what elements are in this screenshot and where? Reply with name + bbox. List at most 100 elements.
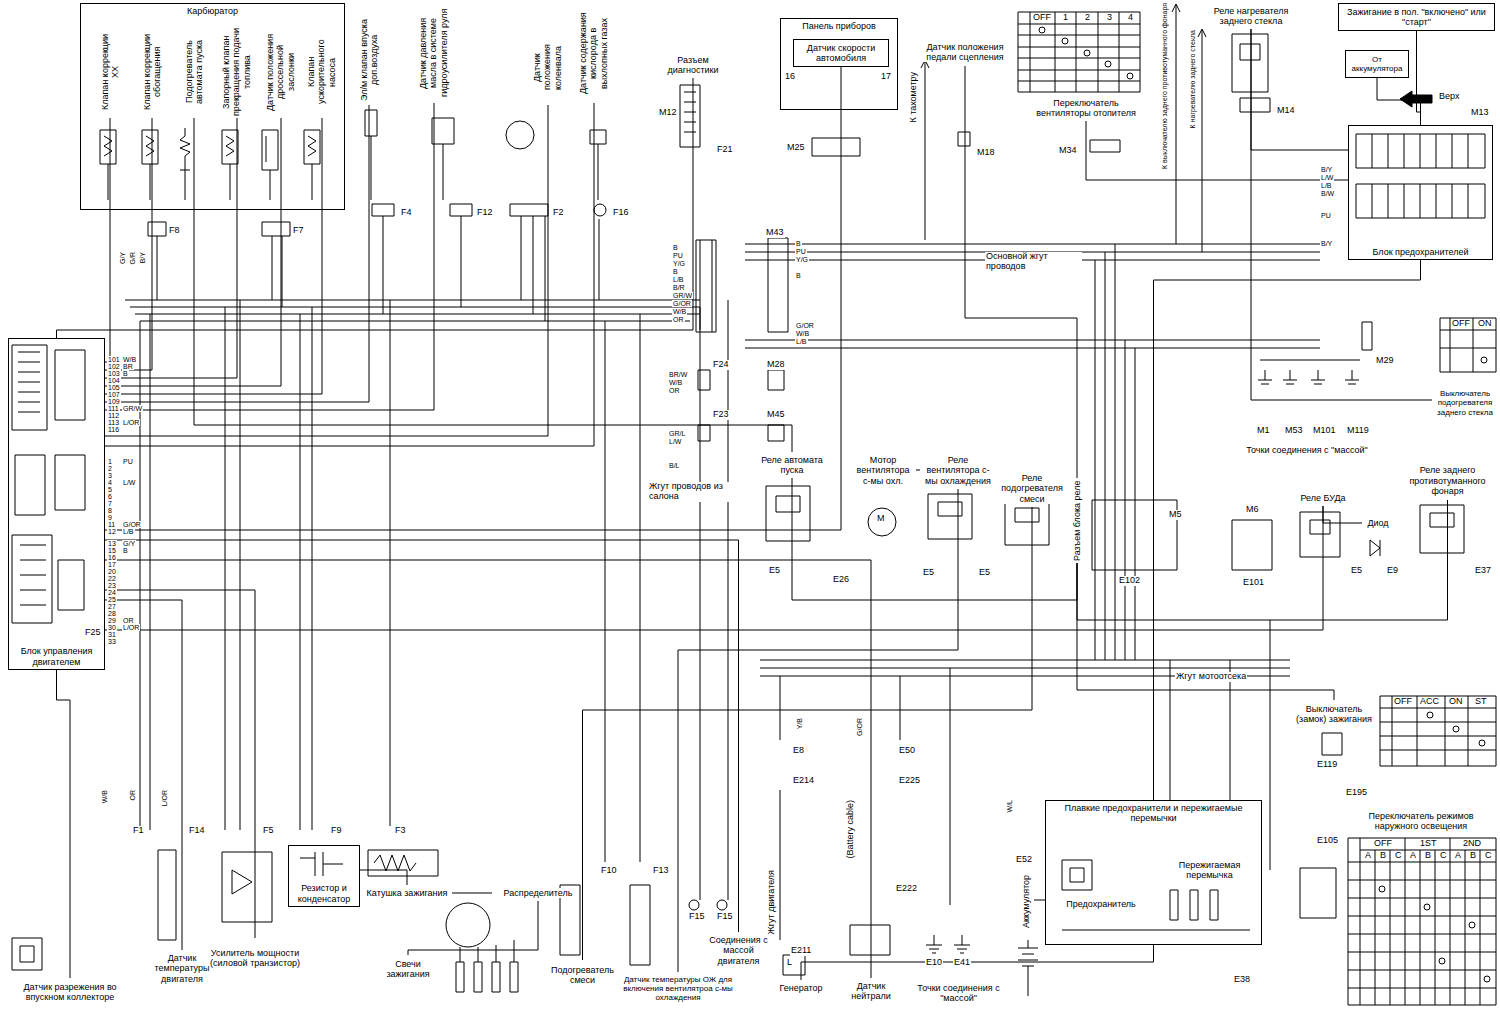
component-label: Свечи зажигания (374, 959, 442, 980)
diagram-label: M34 (1058, 146, 1078, 156)
diagram-label: G/OR (122, 521, 142, 528)
diagram-label: 17 (107, 561, 117, 568)
diagram-label: GR/W (672, 292, 693, 299)
wire (1323, 506, 1362, 523)
diagram-label: 101 (107, 356, 121, 363)
diagram-label: F25 (84, 628, 102, 638)
component-box: Датчик положения дроссельной заслонки (261, 26, 301, 118)
diagram-label: PU (672, 252, 684, 259)
component-label: От аккумулятора (1348, 55, 1406, 73)
diagram-label: OR (128, 790, 137, 801)
table-mark (1481, 357, 1487, 363)
diagram-label: F14 (188, 826, 206, 836)
diagram-label: Жгут двигателя (766, 870, 778, 935)
component-box: Катушка зажигания (362, 885, 452, 901)
component-box: Точки соединения с "массой" (905, 980, 1012, 1006)
component-label: Аккумулятор (1021, 872, 1031, 930)
diagram-label: M28 (766, 360, 786, 370)
diagram-label: B/Y (1320, 240, 1333, 247)
diagram-label: 1ST (1419, 839, 1438, 849)
diagram-label: 107 (107, 391, 121, 398)
connector-symbols (148, 85, 1372, 570)
component-box: Переключатель вентиляторы отопителя (1030, 95, 1142, 121)
component-box: Датчик нейтрали (840, 978, 902, 1004)
diagram-label: OFF (1032, 13, 1052, 23)
diagram-label: Y/G (795, 256, 809, 263)
diagram-label: M29 (1375, 356, 1395, 366)
diagram-label: E50 (898, 746, 916, 756)
component-box: Аккумулятор (1018, 870, 1034, 932)
diagram-label: GR/L (668, 430, 686, 437)
diagram-label: L/OR (160, 790, 169, 806)
diagram-label: F3 (394, 826, 407, 836)
component-label: Панель приборов (802, 21, 875, 31)
diagram-label: 12 (107, 528, 117, 535)
diagram-label: C (1484, 851, 1493, 861)
crank-sensor-symbol (506, 121, 534, 149)
diagram-label: 15 (107, 547, 117, 554)
component-box: Предохранитель (1061, 896, 1141, 912)
diagram-label: E38 (1233, 975, 1251, 985)
diagram-label: OFF (1393, 697, 1413, 707)
component-box: Запорный клапан прекращения подачи топли… (217, 26, 257, 118)
diagram-label: F12 (476, 208, 494, 218)
table-mark (1084, 50, 1090, 56)
diagram-label: OFF (1373, 839, 1393, 849)
diagram-label: 3 (107, 472, 113, 479)
diagram-label: E214 (792, 776, 815, 786)
component-box: Реле БУДа (1292, 490, 1354, 506)
component-label: Датчик давления масла в системе гидроуси… (418, 5, 449, 101)
component-label: Датчик положения коленвала (532, 32, 563, 103)
component-box: Выключатель подогревателя заднего стекла (1432, 378, 1498, 428)
diagram-label: A (1454, 851, 1462, 861)
component-box: Датчик разрежения во впускном коллекторе (4, 978, 136, 1006)
wire (360, 870, 407, 885)
component-label: Подогреватель смеси (550, 965, 615, 986)
diagram-label: OFF (1451, 319, 1471, 329)
diagram-label: C (1439, 851, 1448, 861)
diagram-label: B (1379, 851, 1387, 861)
ecu-connectors (12, 345, 85, 623)
component-box: Генератор (770, 980, 832, 996)
wire (1377, 78, 1421, 125)
diagram-label: E26 (832, 575, 850, 585)
diagram-label: M1 (1256, 426, 1271, 436)
component-label: Переключатель режимов наружного освещени… (1347, 811, 1495, 832)
diagram-label: 20 (107, 568, 117, 575)
diagram-label: E5 (922, 568, 935, 578)
wire (105, 118, 237, 378)
diagram-label: E52 (1015, 855, 1033, 865)
table-mark (1479, 740, 1485, 746)
diagram-label: 104 (107, 377, 121, 384)
diagram-label: F2 (552, 208, 565, 218)
diagram-label: 5 (107, 486, 113, 493)
component-label: Запорный клапан прекращения подачи топли… (221, 28, 252, 116)
relay-symbols (766, 34, 1464, 570)
diagram-label: W/B (100, 790, 109, 803)
component-box: Диод (1362, 515, 1394, 531)
component-label: Соединения с массой двигателя (702, 935, 775, 966)
diagram-label: E222 (895, 884, 918, 894)
diagram-label: L/W (1320, 174, 1334, 181)
diagram-label: B (1424, 851, 1432, 861)
diagram-label: 105 (107, 384, 121, 391)
diagram-label: E10 (925, 958, 943, 968)
component-box: Подогреватель смеси (548, 960, 617, 990)
component-box: Клапан ускорительного насоса (303, 26, 341, 118)
table-mark (1105, 61, 1111, 67)
component-label: Подогреватель автомата пуска (184, 28, 205, 116)
diagram-label: К нагревателю заднего стекла (1188, 30, 1197, 128)
diagram-label: M101 (1312, 426, 1337, 436)
diagram-label: M (876, 514, 886, 524)
table-mark (1379, 886, 1385, 892)
diagram-label: PU (1320, 212, 1332, 219)
component-label: Выключатель подогревателя заднего стекла (1434, 389, 1496, 417)
diagram-label: W/B (668, 379, 683, 386)
component-label: Датчик скорости автомобиля (796, 43, 886, 64)
sensor-symbols (365, 110, 454, 200)
diagram-label: M14 (1276, 106, 1296, 116)
component-box: Соединения с массой двигателя (700, 932, 777, 969)
component-box: Точки соединения с "массой" (1232, 442, 1382, 458)
wire (105, 105, 548, 436)
